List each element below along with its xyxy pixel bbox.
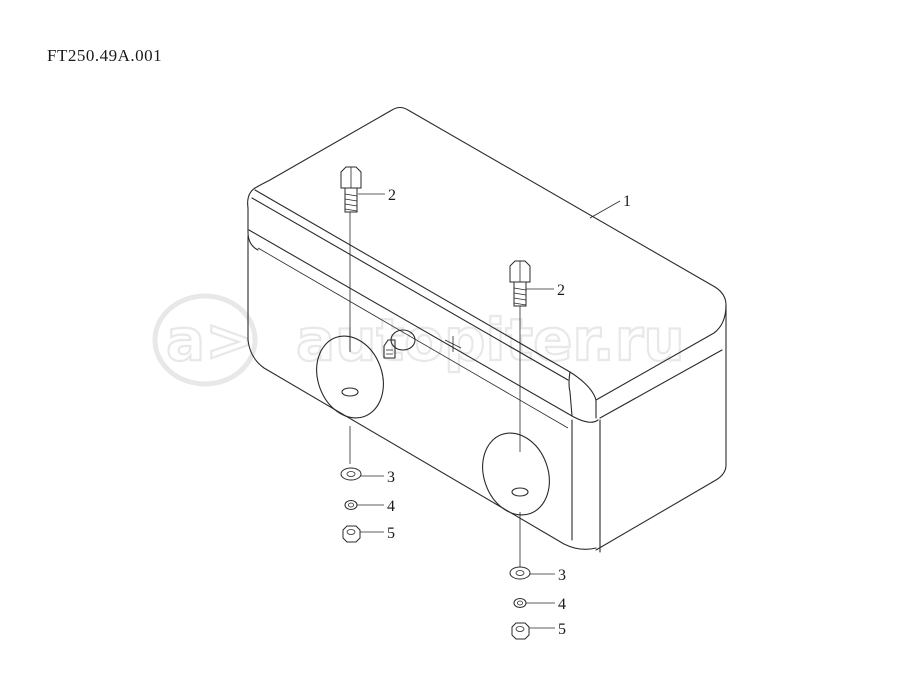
hex-nut-right (511, 622, 530, 640)
assembly-axes (349, 212, 521, 568)
callouts: 1 2 2 3 4 5 3 4 5 (387, 187, 631, 638)
box-left-recess (316, 335, 384, 419)
watermark: a> autopiter.ru (152, 293, 686, 387)
fastener-stack-left (340, 467, 362, 543)
callout-3-right: 3 (558, 567, 566, 584)
callout-5-left: 5 (387, 525, 395, 542)
box-lid-front (247, 189, 599, 423)
flat-washer-right (509, 566, 531, 580)
watermark-logo: a> (166, 306, 254, 374)
box-body-right (595, 464, 727, 551)
leader-lines (357, 193, 621, 629)
callout-2-left: 2 (388, 187, 396, 204)
callout-2-right: 2 (557, 282, 565, 299)
bolt-left (340, 166, 362, 213)
drawing-code: FT250.49A.001 (47, 46, 163, 65)
spring-washer-right (513, 598, 527, 608)
lock-icon (383, 329, 416, 359)
box-right-recess (482, 432, 550, 516)
callout-5-right: 5 (558, 621, 566, 638)
box-lid-seam (257, 247, 569, 429)
watermark-logo-ring (152, 293, 258, 387)
mount-hole-left (341, 387, 359, 397)
mount-hole-right (511, 487, 529, 497)
box-top-face (247, 106, 727, 466)
callout-1: 1 (623, 193, 631, 210)
callout-3-left: 3 (387, 469, 395, 486)
spring-washer-left (344, 500, 358, 510)
latch-icon (444, 336, 462, 352)
flat-washer-left (340, 467, 362, 481)
callout-4-right: 4 (558, 596, 566, 613)
watermark-brand: autopiter.ru (296, 306, 685, 374)
box-body-front (247, 235, 601, 553)
tool-box (247, 106, 727, 553)
hex-nut-left (342, 525, 361, 543)
fastener-stack-right (509, 566, 531, 640)
callout-4-left: 4 (387, 498, 395, 515)
box-lid-corner (568, 304, 727, 419)
bolt-right (509, 260, 531, 307)
